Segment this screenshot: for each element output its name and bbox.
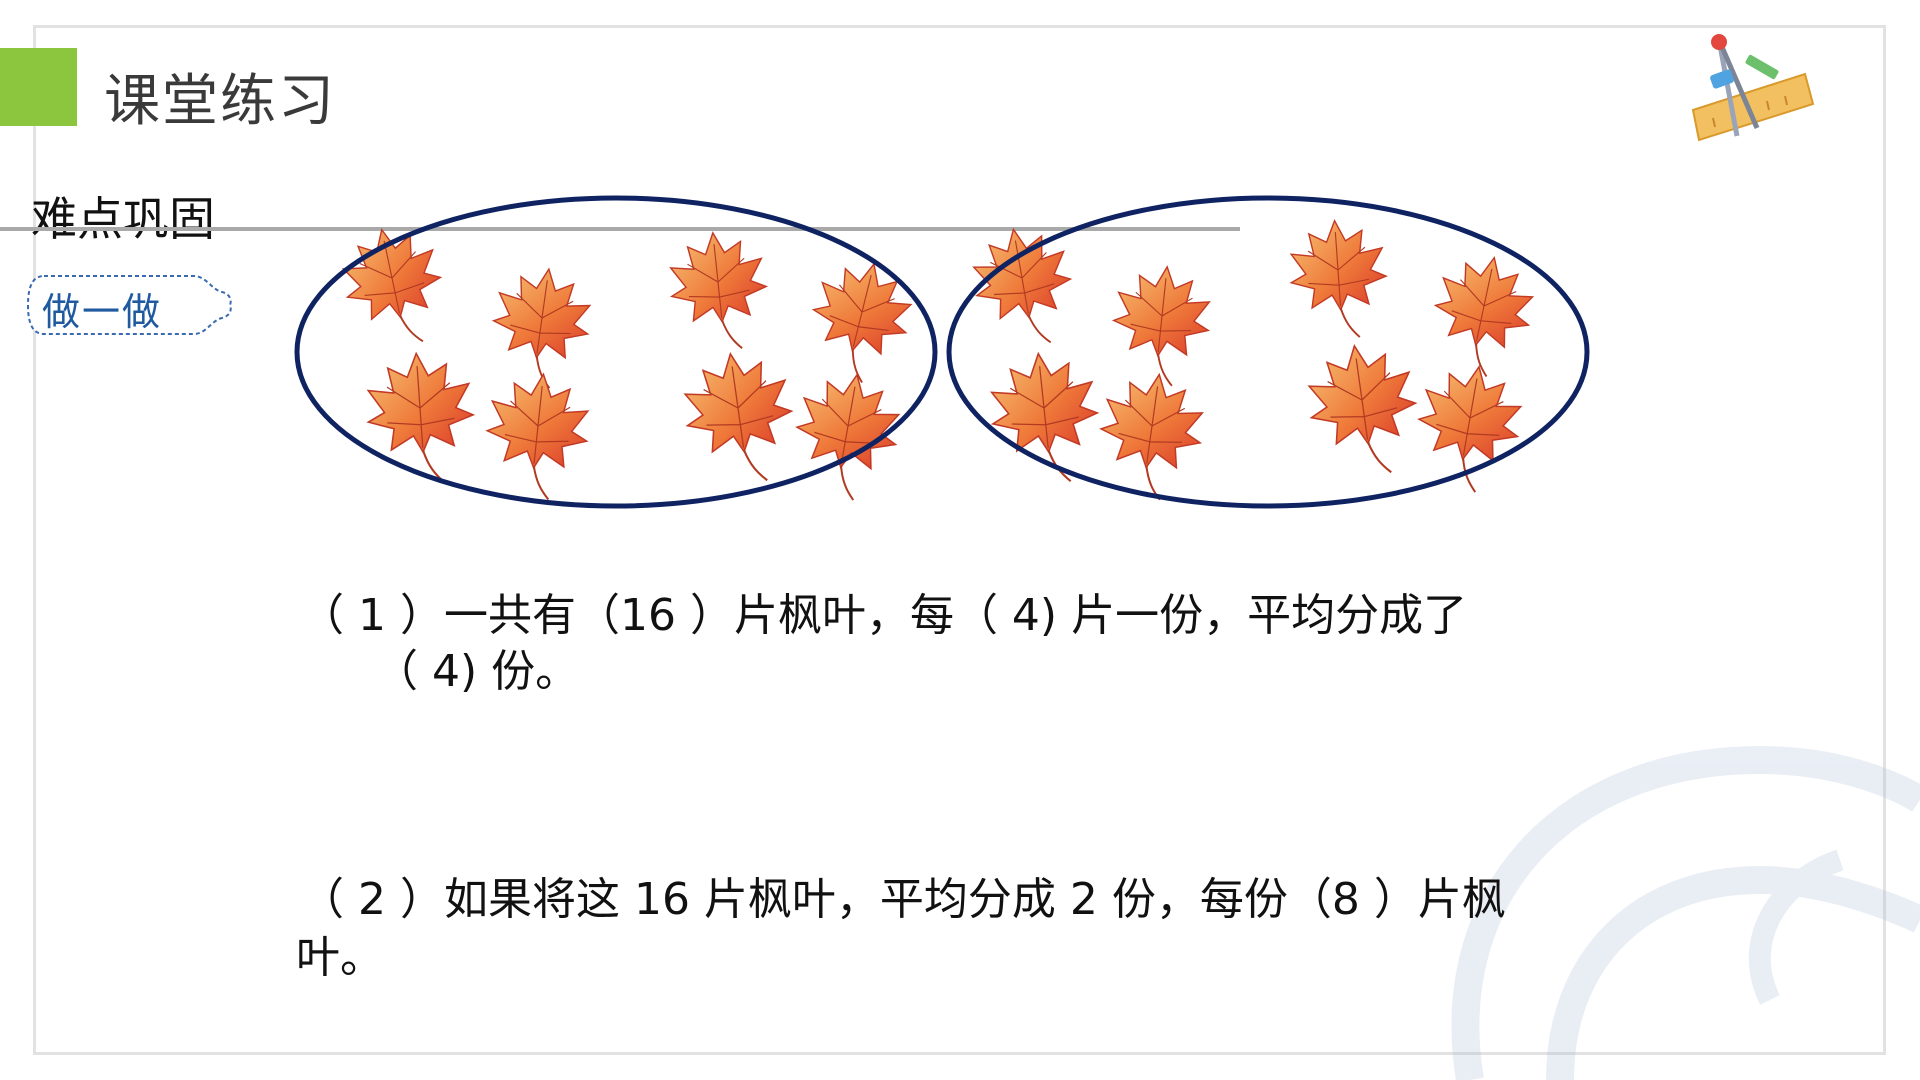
maple-leaf-icon (362, 348, 479, 489)
question-1-line-1: （ 1 ）一共有（16 ）片枫叶，每（ 4) 片一份，平均分成了 (300, 590, 1468, 641)
question-1-line-2: （ 4) 份。 (374, 646, 580, 697)
maple-leaf-icon (1422, 246, 1542, 384)
maple-leaf-icon (677, 345, 802, 492)
watermark-logo (1451, 745, 1920, 1080)
page-title: 课堂练习 (104, 69, 336, 134)
group-ellipse-left (294, 195, 938, 509)
section-label: 难点巩固 (31, 192, 215, 246)
maple-leaf-icon (664, 226, 774, 356)
maple-leaf-icon (798, 251, 921, 391)
slide-frame (33, 25, 1886, 1055)
maple-leaf-icon (1301, 337, 1426, 484)
question-2-line-1: （ 2 ）如果将这 16 片枫叶，平均分成 2 份，每份（8 ）片枫 (300, 874, 1506, 925)
group-ellipse-right (946, 195, 1590, 509)
question-2-line-2: 叶。 (296, 932, 384, 983)
maple-leaf-icon (1286, 216, 1392, 343)
maple-leaf-icon (479, 368, 595, 504)
maple-leaf-icon (1407, 357, 1530, 499)
title-accent-bar (0, 48, 77, 126)
maple-leaf-icon (484, 261, 597, 394)
badge-outline (26, 275, 232, 335)
section-divider (0, 227, 1240, 231)
ruler-compass-icon (1691, 34, 1815, 142)
leaf-group-right (965, 216, 1542, 506)
maple-leaf-icon (1106, 260, 1216, 390)
maple-leaf-icon (985, 347, 1106, 490)
badge-label: 做一做 (42, 290, 163, 334)
maple-leaf-icon (785, 365, 908, 507)
maple-leaf-icon (965, 220, 1082, 355)
